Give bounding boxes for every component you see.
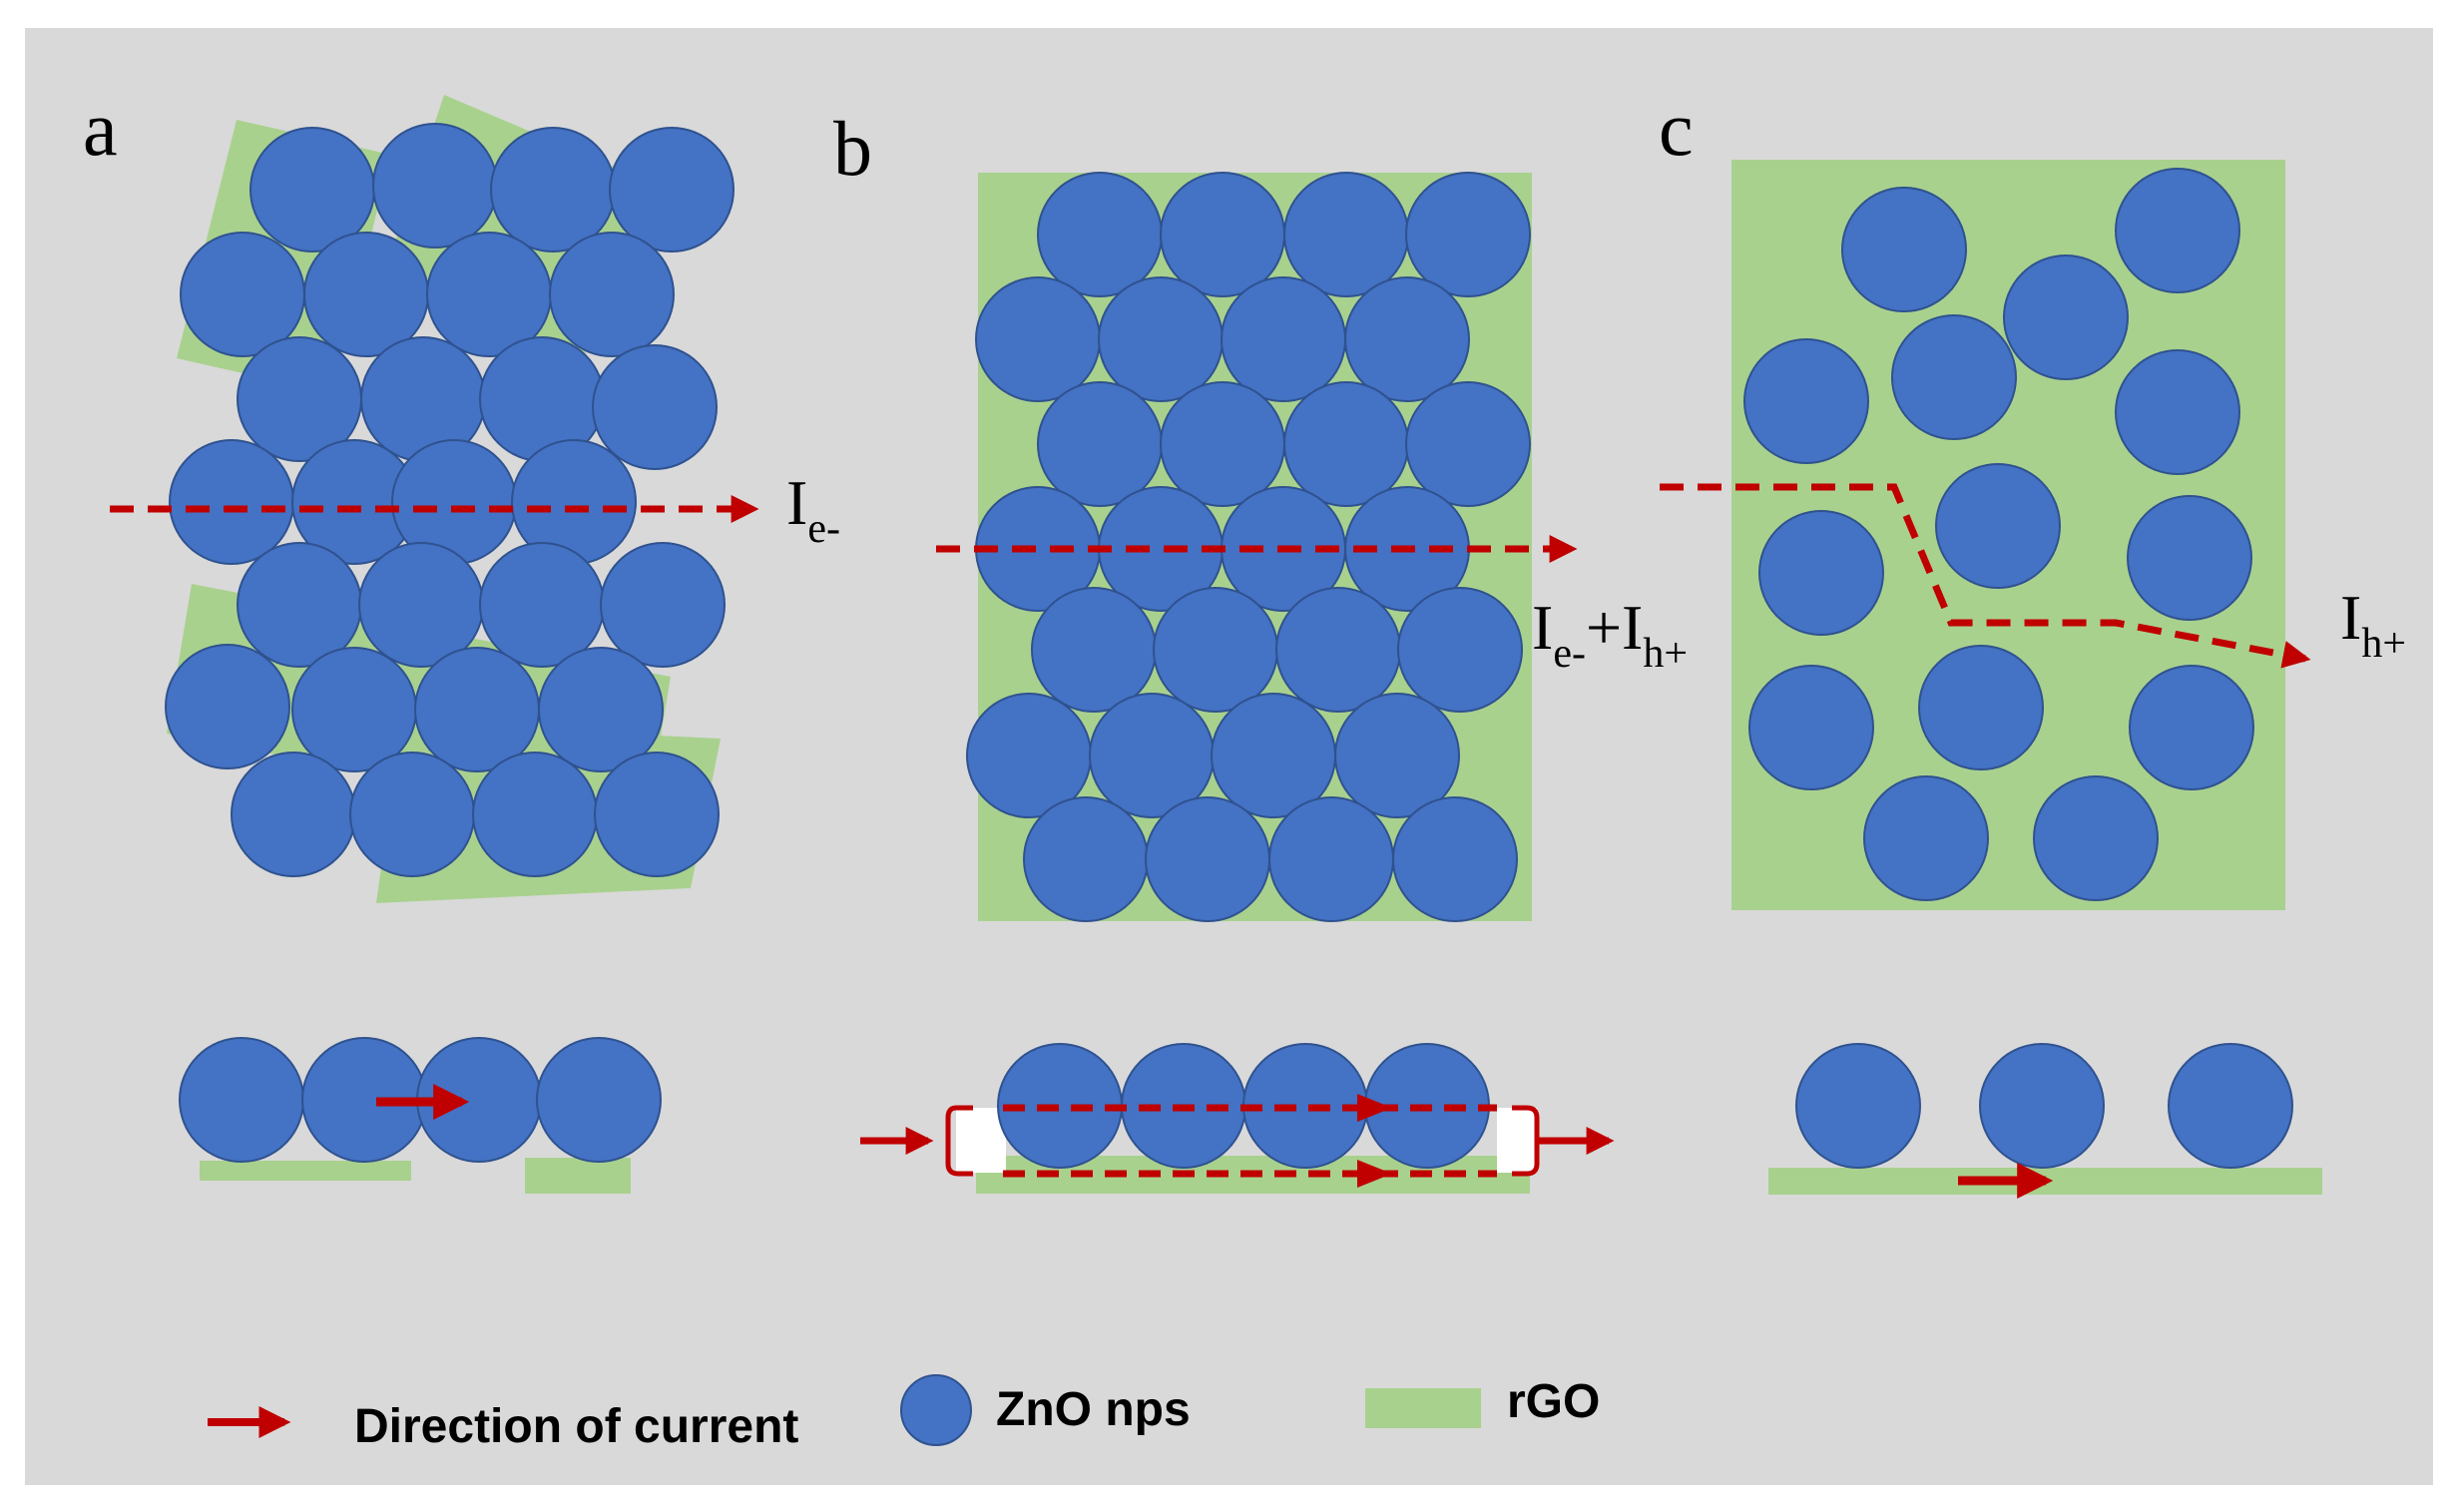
zno-particle — [479, 542, 605, 668]
zno-particle — [1743, 338, 1869, 464]
zno-particle — [538, 647, 664, 772]
side-view-c — [1768, 1043, 2322, 1199]
zno-particle — [549, 232, 675, 357]
zno-particle — [1918, 645, 2044, 770]
zno-particle — [1795, 1043, 1921, 1169]
panel-label-b: b — [833, 105, 872, 192]
current-label-b: Ie-+Ih+ — [1532, 592, 1688, 677]
zno-particle — [1841, 187, 1967, 312]
zno-particle — [1758, 510, 1884, 636]
zno-particle — [600, 542, 726, 668]
zno-particle — [372, 123, 498, 249]
zno-particle — [231, 752, 356, 877]
panel-b: b Ie-+Ih+ — [833, 105, 1688, 1194]
zno-particle — [1037, 381, 1163, 507]
zno-particle — [2115, 168, 2240, 293]
zno-particle — [1935, 463, 2061, 589]
current-label-a: Ie- — [786, 467, 840, 552]
arrowhead-bottom — [1357, 1160, 1392, 1188]
zno-particle — [1098, 276, 1224, 402]
zno-particle — [609, 127, 735, 252]
zno-particle — [1392, 796, 1518, 922]
zno-particle — [303, 232, 429, 357]
current-label-c: Ih+ — [2340, 582, 2406, 667]
zno-particle — [2033, 775, 2159, 901]
zno-particle — [1748, 665, 1874, 790]
zno-particle — [1405, 381, 1531, 507]
gap — [956, 1108, 1006, 1173]
zno-particle — [291, 647, 417, 772]
zno-particle — [1037, 172, 1163, 297]
zno-particle — [349, 752, 475, 877]
green-rectangle-icon — [1365, 1388, 1481, 1428]
zno-particles-b — [966, 172, 1531, 922]
zno-particle — [1145, 796, 1270, 922]
zno-particle — [1023, 796, 1149, 922]
zno-particle — [1405, 172, 1531, 297]
zno-particle — [1160, 172, 1285, 297]
zno-particle — [1153, 587, 1278, 713]
blue-circle-icon — [900, 1374, 972, 1446]
zno-particle — [594, 752, 720, 877]
zno-particle — [2168, 1043, 2293, 1169]
zno-particles-c — [1743, 168, 2254, 901]
zno-particle — [472, 752, 598, 877]
zno-particle — [1979, 1043, 2105, 1169]
zno-particle — [1283, 172, 1409, 297]
zno-particle — [2127, 495, 2252, 621]
zno-particle — [2115, 349, 2240, 475]
zno-particle — [2003, 254, 2129, 380]
legend-zno-label: ZnO nps — [996, 1383, 1191, 1436]
zno-particle — [536, 1037, 662, 1163]
zno-particle — [1397, 587, 1523, 713]
side-view-b — [860, 1043, 1615, 1194]
zno-particle — [1031, 587, 1157, 713]
zno-particle — [1160, 381, 1285, 507]
zno-particle — [165, 644, 290, 769]
panel-label-a: a — [83, 85, 118, 172]
zno-particle — [169, 439, 294, 565]
legend-current-label: Direction of current — [354, 1400, 798, 1453]
zno-particle — [1344, 276, 1470, 402]
zno-particle — [1863, 775, 1989, 901]
side-view-a — [179, 1037, 662, 1194]
zno-particle — [1268, 796, 1394, 922]
current-loop — [945, 1105, 973, 1177]
rgo-sheet — [200, 1161, 411, 1181]
panel-label-c: c — [1659, 85, 1694, 172]
zno-particle — [180, 232, 305, 357]
legend-rgo-label: rGO — [1507, 1375, 1600, 1428]
zno-particle — [1221, 276, 1346, 402]
zno-particle — [414, 647, 540, 772]
zno-particle — [1283, 381, 1409, 507]
zno-particle — [179, 1037, 304, 1163]
current-path-c — [1660, 483, 2311, 669]
zno-particle — [1334, 693, 1460, 818]
panel-a: a Ie- — [83, 85, 840, 1194]
rgo-sheet — [525, 1158, 631, 1194]
arrowhead-top — [1357, 1094, 1392, 1122]
zno-particle — [1891, 314, 2017, 440]
zno-particles-a — [165, 123, 735, 877]
gap — [1497, 1108, 1537, 1173]
zno-particle — [490, 127, 616, 252]
legend: Direction of current ZnO nps rGO — [208, 1374, 1600, 1453]
zno-particle — [1275, 587, 1401, 713]
panel-c: c Ih+ — [1659, 85, 2406, 1199]
zno-particle — [2129, 665, 2254, 790]
zno-particle — [975, 276, 1101, 402]
zno-particle — [592, 344, 718, 470]
